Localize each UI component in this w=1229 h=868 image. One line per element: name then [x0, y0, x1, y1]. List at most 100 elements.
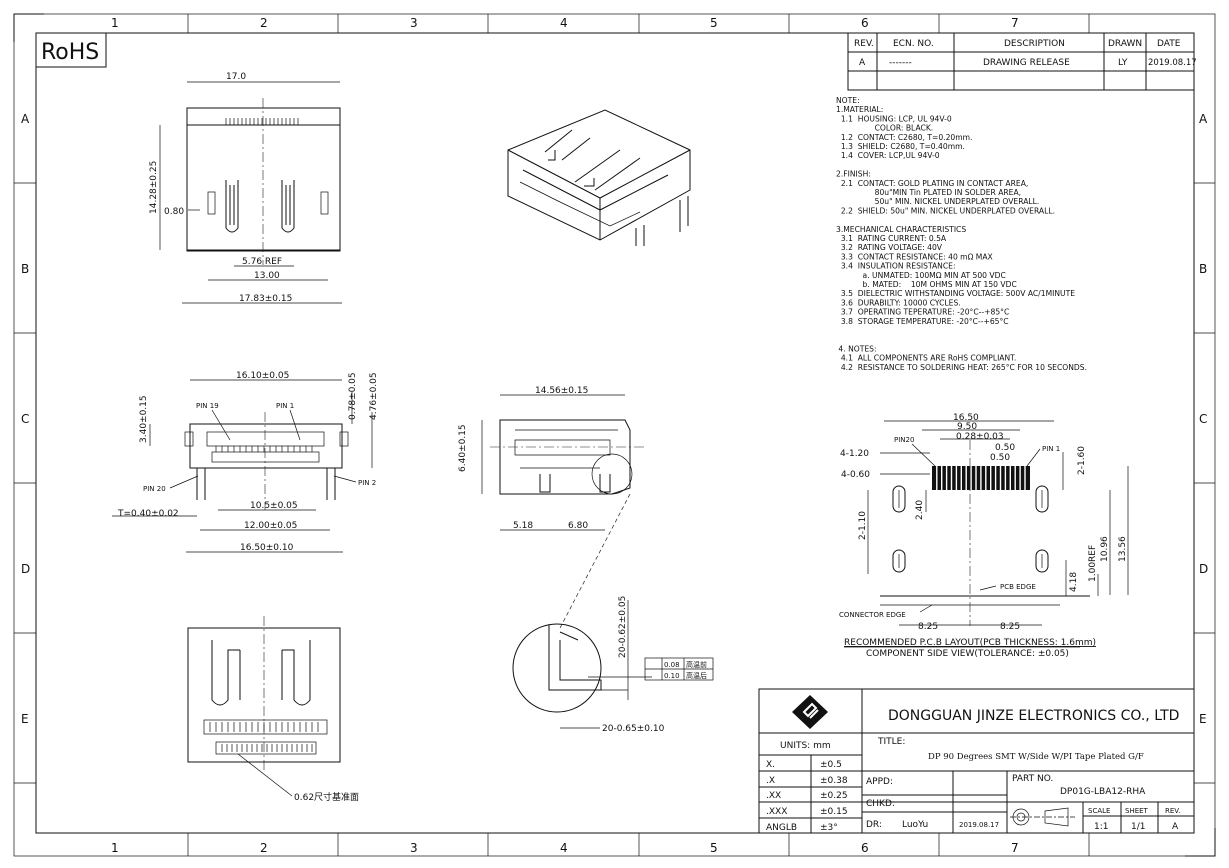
isometric-view	[507, 109, 691, 246]
grid-row-label: C	[21, 412, 29, 426]
note-line: 80u"MIN Tin PLATED IN SOLDER AREA,	[836, 188, 1021, 197]
dim-label: 13.00	[254, 271, 280, 281]
dim-label: 16.50±0.10	[240, 543, 294, 553]
rohs-box	[35, 32, 107, 68]
dim-label: 0.78±0.05	[348, 372, 358, 420]
dim-label: 0.28±0.03	[956, 432, 1004, 442]
grid-row-label: B	[1199, 262, 1207, 276]
pcb-layout: 16.50 9.50 0.28±0.03 0.50 0.50 PIN20 PIN…	[839, 413, 1129, 659]
pcb-caption: COMPONENT SIDE VIEW(TOLERANCE: ±0.05)	[866, 649, 1069, 659]
tolerance-note: 高温后	[686, 671, 707, 680]
appd-label: APPD:	[866, 777, 893, 787]
inner-frame	[35, 32, 1195, 834]
pin-label: PIN 1	[1042, 445, 1060, 453]
note-line: 3.6 DURABILTY: 10000 CYCLES.	[836, 298, 961, 307]
dim-label: 14.28±0.25	[149, 161, 159, 214]
dim-label: 13.56	[1118, 536, 1128, 562]
dim-label: 16.50	[953, 413, 979, 423]
pcb-caption: RECOMMENDED P.C.B LAYOUT(PCB THICKNESS: …	[844, 638, 1096, 648]
pin-label: PIN 19	[196, 402, 219, 410]
dim-label: 8.25	[1000, 622, 1020, 632]
dim-label: 16.10±0.05	[236, 371, 289, 381]
dim-label: 10.96	[1100, 536, 1110, 562]
dim-label: 12.00±0.05	[244, 521, 297, 531]
note-line: 3.8 STORAGE TEMPERATURE: -20°C--+65°C	[836, 317, 1009, 326]
dim-label: T=0.40±0.02	[117, 509, 179, 519]
note-line: 3.7 OPERATING TEPERATURE: -20°C--+85°C	[836, 308, 1009, 317]
grid-col-label: 7	[1011, 841, 1019, 855]
pad-gap	[965, 466, 967, 490]
title-block: DONGGUAN JINZE ELECTRONICS CO., LTD UNIT…	[758, 688, 1195, 834]
grid-row-label: D	[21, 562, 30, 576]
grid-col-label: 2	[260, 16, 268, 30]
dim-label: 3.40±0.15	[139, 395, 149, 443]
note-line	[836, 326, 838, 335]
pad-gap	[936, 466, 938, 490]
tolerance-value: 0.10	[664, 672, 680, 680]
top-view: 17.0 14.28±0.25 0.80 5.76 REF 13.00 17.8…	[149, 72, 342, 304]
date-value: 2019.08.17	[1148, 58, 1197, 68]
note-line: 2.2 SHIELD: 50u" MIN. NICKEL UNDERPLATED…	[836, 206, 1055, 215]
grid-row-label: A	[1199, 112, 1208, 126]
rev-value: A	[1172, 822, 1179, 832]
rev-header: REV.	[854, 39, 874, 49]
pad-gap	[955, 466, 958, 490]
dim-label: 14.56±0.15	[535, 386, 588, 396]
pcb-edge-label: PCB EDGE	[1000, 583, 1036, 591]
tol-value: ±0.25	[820, 791, 848, 801]
date-header: DATE	[1157, 39, 1181, 49]
title-label: TITLE:	[877, 737, 905, 747]
note-line: b. MATED: 10M OHMS MIN AT 150 VDC	[836, 280, 1017, 289]
grid-col-label: 4	[560, 16, 568, 30]
pad-gap	[960, 466, 962, 490]
dim-label: 5.18	[513, 521, 533, 531]
dim-label: 0.80	[164, 207, 184, 217]
note-line: 4.2 RESISTANCE TO SOLDERING HEAT: 265°C …	[836, 363, 1087, 372]
dim-label: 8.25	[918, 622, 938, 632]
dim-label: 4.18	[1069, 572, 1079, 592]
reference-plane-label: 0.62尺寸基准面	[294, 791, 359, 803]
note-line: 4. NOTES:	[836, 344, 877, 353]
drawer-name: LuoYu	[902, 820, 928, 830]
dim-label: 17.83±0.15	[239, 294, 292, 304]
tol-key: .XX	[766, 791, 781, 801]
company-name: DONGGUAN JINZE ELECTRONICS CO., LTD	[888, 708, 1179, 724]
zone-grid: 1 2 3 4 5 6 7 1 2 3 4 5 6 7 A B C D E A …	[14, 14, 1215, 856]
dim-label: 2-1.60	[1077, 446, 1087, 475]
note-line: 1.3 SHIELD: C2680, T=0.40mm.	[836, 142, 965, 151]
grid-col-label: 3	[410, 16, 418, 30]
tolerance-note: 高温前	[686, 660, 707, 669]
note-line: 3.4 INSULATION RESISTANCE:	[836, 262, 956, 271]
pin-label: PIN 20	[143, 485, 166, 493]
pad-gap	[1024, 466, 1026, 490]
note-line: a. UNMATED: 100MΩ MIN AT 500 VDC	[836, 271, 1006, 280]
grid-row-label: A	[21, 112, 30, 126]
grid-col-label: 3	[410, 841, 418, 855]
grid-col-label: 7	[1011, 16, 1019, 30]
scale-label: SCALE	[1088, 807, 1110, 815]
pad-gap	[950, 466, 953, 490]
note-line: 3.1 RATING CURRENT: 0.5A	[836, 234, 947, 243]
tol-key: .XXX	[766, 807, 787, 817]
grid-col-label: 5	[710, 16, 718, 30]
scale-value: 1:1	[1094, 822, 1108, 832]
tol-key: X.	[766, 760, 775, 770]
note-line: 3.2 RATING VOLTAGE: 40V	[836, 243, 943, 252]
tol-key: ANGLB	[766, 823, 797, 833]
note-line	[836, 216, 838, 225]
pad-gap	[970, 466, 972, 490]
tol-value: ±0.15	[820, 807, 848, 817]
pad-gap	[1009, 466, 1011, 490]
pin-label: PIN20	[894, 436, 914, 444]
note-line: 2.1 CONTACT: GOLD PLATING IN CONTACT ARE…	[836, 179, 1028, 188]
dim-label: 20-0.62±0.05	[618, 596, 628, 658]
dim-label: 2.40	[915, 500, 925, 520]
dim-label: 9.50	[957, 422, 977, 432]
grid-row-label: C	[1199, 412, 1207, 426]
rev-value: A	[859, 58, 866, 68]
notes-block: NOTE:1.MATERIAL: 1.1 HOUSING: LCP, UL 94…	[836, 96, 1087, 372]
ecn-header: ECN. NO.	[893, 39, 934, 49]
note-line: 2.FINISH:	[836, 170, 871, 179]
dim-label: 6.40±0.15	[458, 424, 468, 472]
